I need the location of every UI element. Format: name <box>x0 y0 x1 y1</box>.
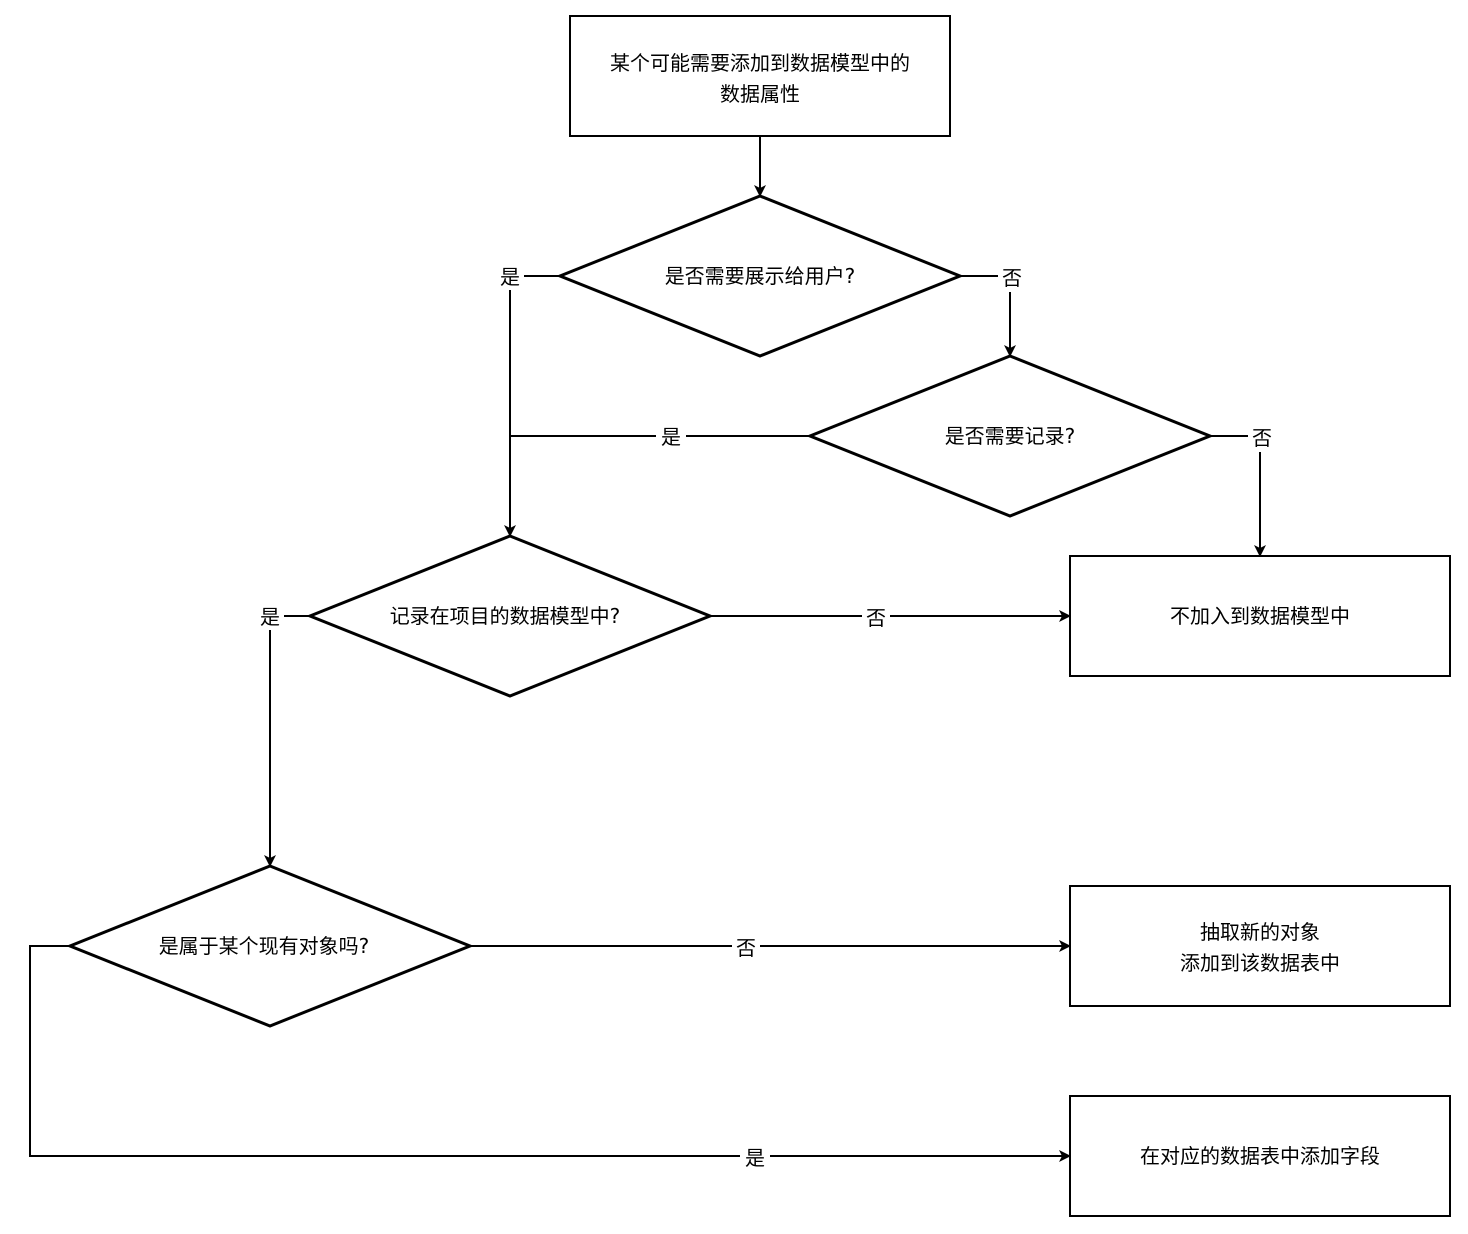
result-extract-box <box>1069 885 1451 1007</box>
decision-record-text: 是否需要记录? <box>945 424 1076 448</box>
decision-in-project-model <box>305 534 715 698</box>
edge-label-inproj-no: 否 <box>866 606 886 630</box>
edge-label-record-yes: 是 <box>661 425 681 449</box>
result-add-field-box <box>1069 1095 1451 1217</box>
result-not-add-box <box>1069 555 1451 677</box>
edge-label-show-yes: 是 <box>500 265 520 289</box>
result-add-field-text: 在对应的数据表中添加字段 <box>1140 1144 1380 1168</box>
edge-label-record-no: 否 <box>1252 426 1272 450</box>
decision-record <box>805 354 1215 518</box>
start-text-line2: 数据属性 <box>720 82 800 106</box>
decision-existing-text: 是属于某个现有对象吗? <box>159 934 370 958</box>
result-not-add-text: 不加入到数据模型中 <box>1170 604 1350 628</box>
decision-in-project-text: 记录在项目的数据模型中? <box>390 604 621 628</box>
start-text-line1: 某个可能需要添加到数据模型中的 <box>610 51 910 75</box>
start-box <box>569 15 951 137</box>
edge-label-show-no: 否 <box>1002 266 1022 290</box>
edge-existing-yes-path <box>29 945 740 1157</box>
edge-label-existing-yes: 是 <box>745 1146 765 1170</box>
decision-show-to-user <box>555 194 965 358</box>
edge-label-existing-no: 否 <box>736 936 756 960</box>
edge-label-inproj-yes: 是 <box>260 605 280 629</box>
result-extract-text-line2: 添加到该数据表中 <box>1180 951 1340 975</box>
decision-existing-object <box>65 864 475 1028</box>
decision-show-text: 是否需要展示给用户? <box>665 264 856 288</box>
result-extract-text-line1: 抽取新的对象 <box>1200 920 1320 944</box>
